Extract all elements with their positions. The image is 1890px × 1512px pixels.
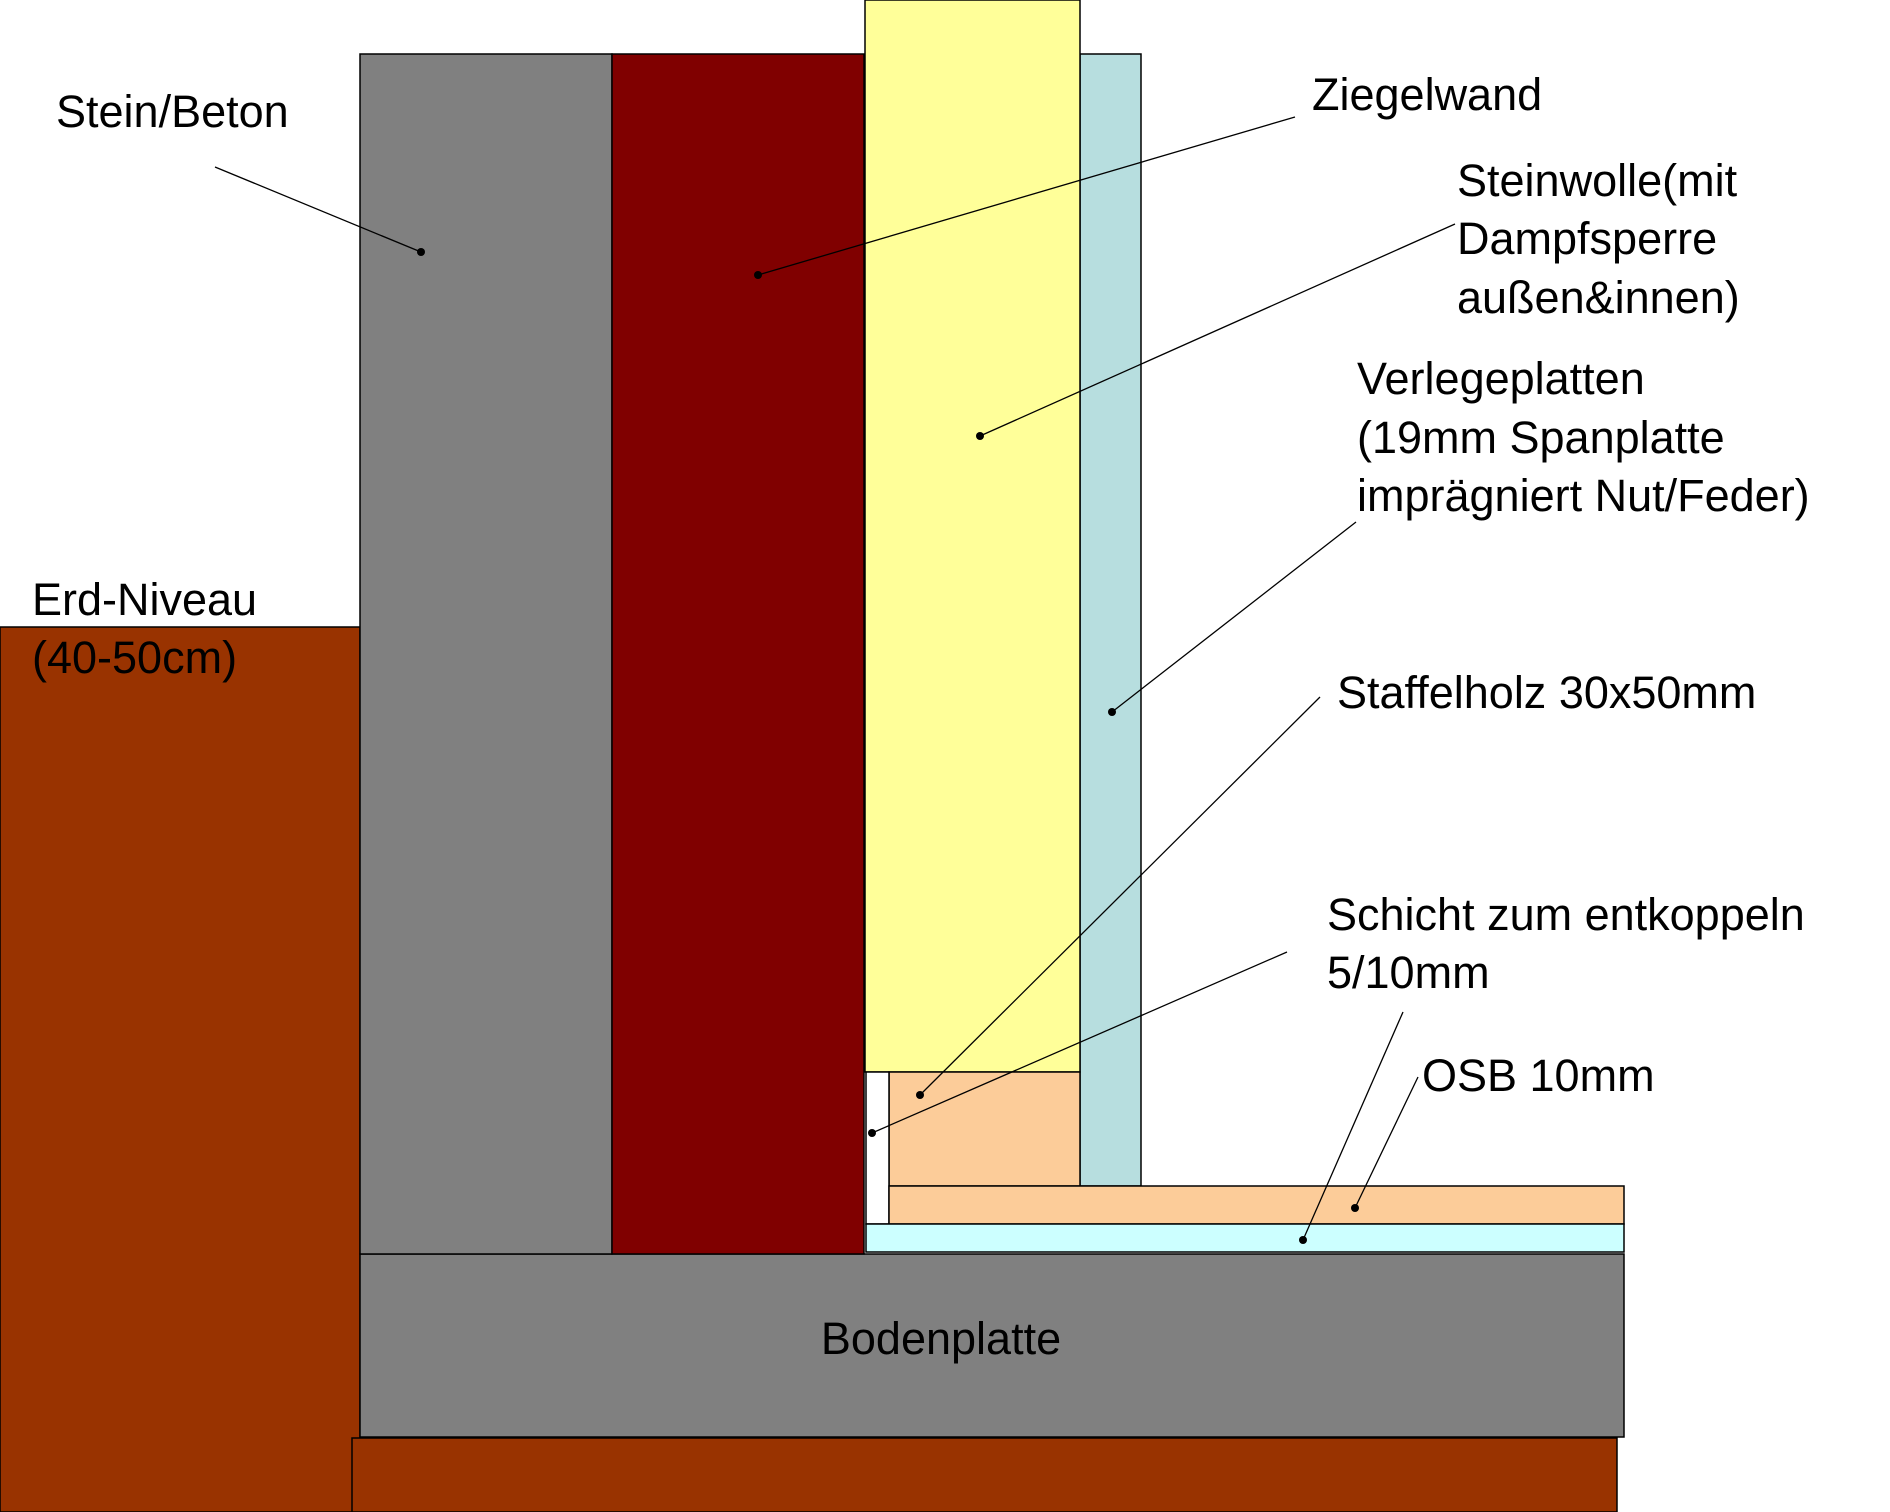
label-erd-niveau: Erd-Niveau (40-50cm)	[32, 574, 270, 683]
leader-line-schicht-lower	[1302, 1011, 1404, 1241]
label-ziegelwand: Ziegelwand	[1312, 69, 1542, 120]
label-schicht: Schicht zum entkoppeln 5/10mm	[1327, 889, 1817, 998]
leader-line-ziegelwand	[757, 116, 1296, 276]
label-schicht-line-2: 5/10mm	[1327, 947, 1490, 998]
leader-dots	[417, 248, 1359, 1244]
soil-bottom	[351, 1437, 1618, 1512]
label-steinwolle-line-1: Steinwolle(mit	[1457, 155, 1738, 206]
label-osb: OSB 10mm	[1422, 1050, 1655, 1101]
leader-dot-schicht-lower	[1299, 1236, 1307, 1244]
soil-left	[0, 626, 361, 1512]
label-steinwolle-line-3: außen&innen)	[1457, 272, 1740, 323]
leader-dot-ziegelwand	[754, 271, 762, 279]
leader-line-staffelholz	[919, 696, 1321, 1096]
leader-line-schicht	[871, 951, 1288, 1134]
leader-dot-osb	[1351, 1204, 1359, 1212]
leader-line-osb	[1354, 1076, 1419, 1209]
stone-concrete-wall	[359, 53, 613, 1255]
label-schicht-line-1: Schicht zum entkoppeln	[1327, 889, 1805, 940]
leader-lines	[214, 116, 1456, 1241]
label-erd-niveau-line-1: Erd-Niveau	[32, 574, 257, 625]
leader-dot-verlegeplatten	[1108, 708, 1116, 716]
leader-dot-steinwolle	[976, 432, 984, 440]
label-steinwolle-line-2: Dampfsperre	[1457, 213, 1717, 264]
label-steinwolle: Steinwolle(mit Dampfsperre außen&innen)	[1457, 155, 1750, 323]
edge-gap	[865, 1071, 890, 1225]
osb-board	[888, 1185, 1625, 1225]
floor-slab	[359, 1253, 1625, 1438]
label-stein-beton: Stein/Beton	[56, 86, 289, 137]
mineral-wool	[864, 0, 1081, 1073]
label-verlegeplatten-line-2: (19mm Spanplatte	[1357, 412, 1725, 463]
leader-dot-staffelholz	[916, 1091, 924, 1099]
label-bodenplatte: Bodenplatte	[821, 1313, 1061, 1364]
label-verlegeplatten-line-3: imprägniert Nut/Feder)	[1357, 470, 1810, 521]
wooden-batten	[888, 1071, 1081, 1187]
label-verlegeplatten: Verlegeplatten (19mm Spanplatte imprägni…	[1357, 353, 1810, 521]
label-staffelholz: Staffelholz 30x50mm	[1337, 667, 1756, 718]
leader-dot-stein-beton	[417, 248, 425, 256]
label-erd-niveau-line-2: (40-50cm)	[32, 632, 237, 683]
leader-line-stein-beton	[214, 166, 422, 253]
chipboard-panel	[1079, 53, 1142, 1187]
leader-line-verlegeplatten	[1111, 521, 1357, 713]
label-verlegeplatten-line-1: Verlegeplatten	[1357, 353, 1645, 404]
decoupling-layer	[865, 1223, 1625, 1253]
leader-line-steinwolle	[979, 223, 1456, 437]
brick-wall	[611, 53, 865, 1255]
leader-dot-schicht	[868, 1129, 876, 1137]
